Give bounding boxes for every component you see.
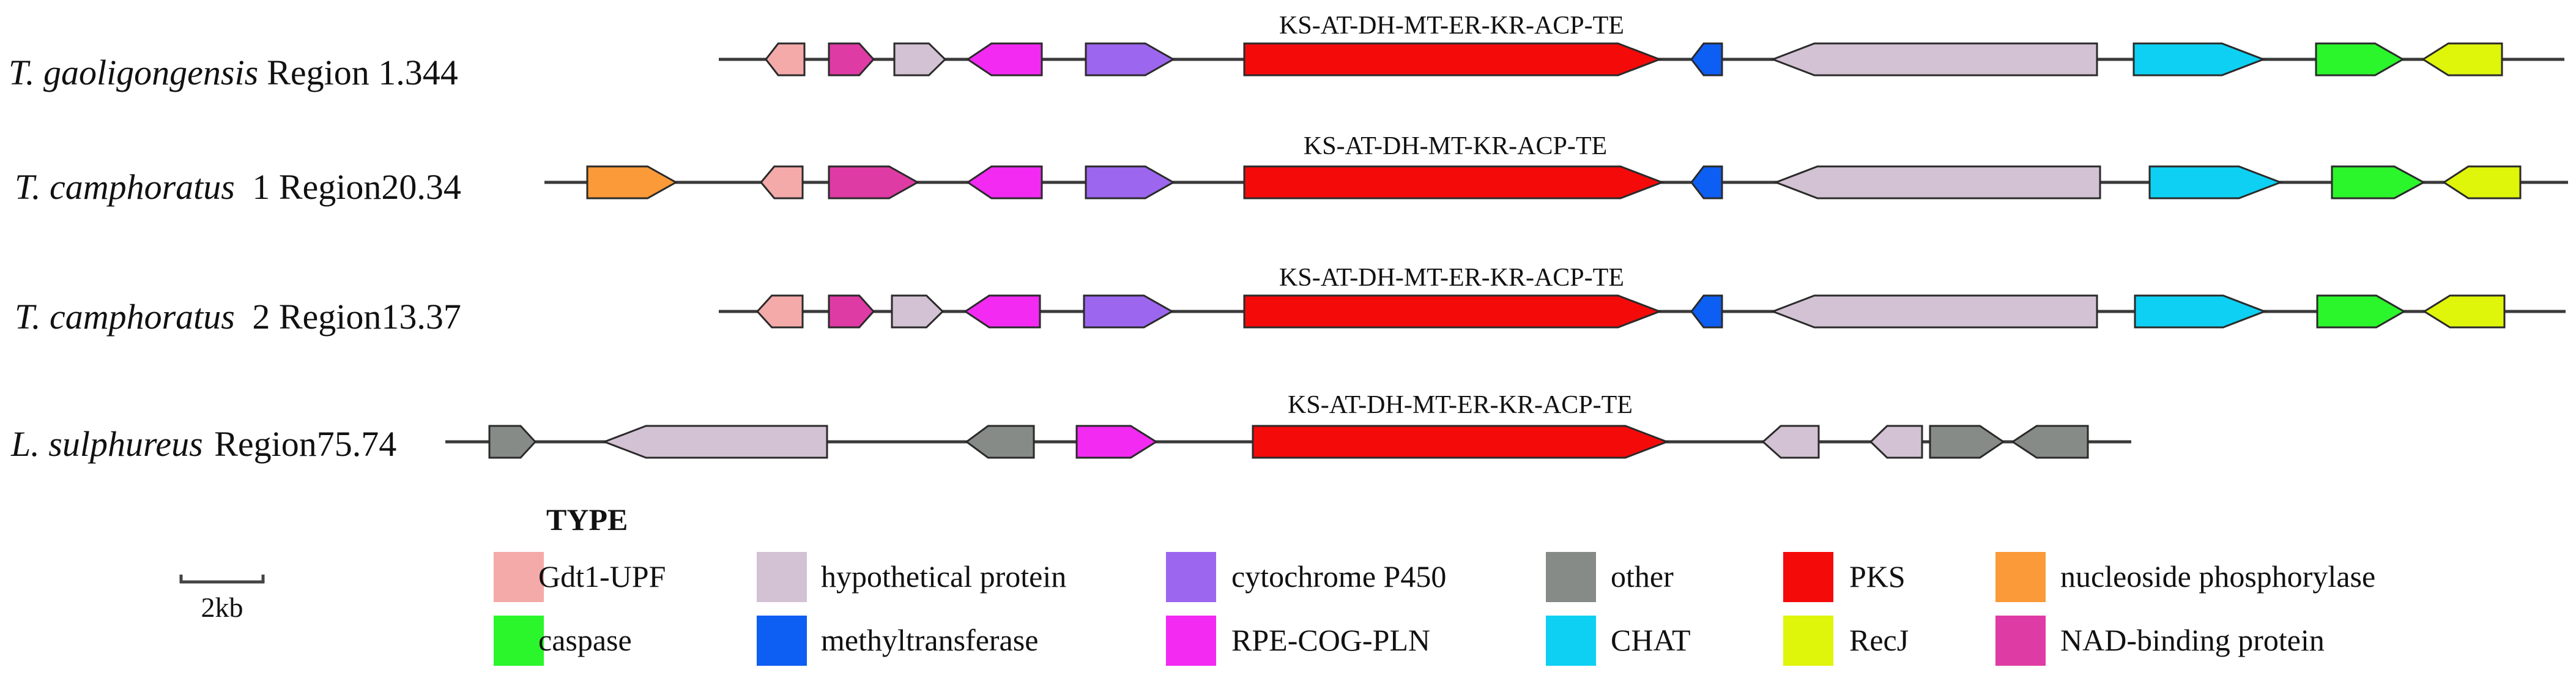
gene-arrow-pks xyxy=(1243,42,1663,76)
gene-arrow-nad-binding-protein xyxy=(828,294,875,329)
gene-arrow-cytochrome-p450 xyxy=(1085,42,1176,76)
gene-arrow-methyltransferase xyxy=(1690,42,1723,76)
gene-arrow-nad-binding-protein xyxy=(828,165,920,199)
legend-swatch-other xyxy=(1546,552,1596,602)
gene-arrow-methyltransferase xyxy=(1690,294,1723,329)
pks-domain-label-1: KS-AT-DH-MT-ER-KR-ACP-TE xyxy=(1279,12,1624,40)
legend-swatch-chat xyxy=(1546,616,1596,666)
legend-swatch-caspase xyxy=(494,616,544,666)
gene-arrow-chat xyxy=(2134,294,2268,329)
track-species: T. camphoratus xyxy=(15,297,235,337)
gene-arrow-hypothetical-protein xyxy=(1869,425,1923,459)
track-species: T. gaoligongensis xyxy=(9,53,258,92)
gene-arrow-other xyxy=(965,425,1035,459)
gene-arrow-methyltransferase xyxy=(1690,165,1723,199)
gene-arrow-caspase xyxy=(2316,294,2407,329)
legend-swatch-methyltransferase xyxy=(757,616,807,666)
gene-arrow-gdt1-upf xyxy=(760,165,804,199)
legend-swatch-gdt1-upf xyxy=(494,552,544,602)
legend-label-nucleoside-phosphorylase: nucleoside phosphorylase xyxy=(2060,559,2375,594)
gene-arrow-pks xyxy=(1243,294,1663,329)
gene-arrow-other xyxy=(488,425,537,459)
legend-label-chat: CHAT xyxy=(1611,623,1691,657)
pks-domain-label-2: KS-AT-DH-MT-KR-ACP-TE xyxy=(1304,132,1607,160)
gene-arrow-rpe-cog-pln xyxy=(966,42,1043,76)
legend-swatch-nucleoside-phosphorylase xyxy=(1995,552,2046,602)
gene-arrow-hypothetical-protein xyxy=(1773,165,2101,199)
legend-swatch-nad-binding-protein xyxy=(1995,616,2046,666)
track-species: L. sulphureus xyxy=(10,424,203,464)
track-region: Region 1.344 xyxy=(267,53,458,92)
legend-label-hypothetical-protein: hypothetical protein xyxy=(821,559,1066,594)
track-title-3: T. camphoratus 2 Region13.37 xyxy=(15,297,461,337)
gene-arrow-cytochrome-p450 xyxy=(1083,294,1175,329)
pks-domain-label-4: KS-AT-DH-MT-ER-KR-ACP-TE xyxy=(1288,391,1633,419)
legend-label-pks: PKS xyxy=(1849,559,1906,594)
gene-arrow-caspase xyxy=(2331,165,2426,199)
pks-domain-label-3: KS-AT-DH-MT-ER-KR-ACP-TE xyxy=(1279,264,1624,292)
gene-arrow-hypothetical-protein xyxy=(601,425,828,459)
track-region: 1 Region20.34 xyxy=(243,167,461,207)
gene-arrow-caspase xyxy=(2315,42,2405,76)
gene-arrow-gdt1-upf xyxy=(765,42,806,76)
track-region: Region75.74 xyxy=(206,424,397,464)
gene-arrow-hypothetical-protein xyxy=(1770,42,2098,76)
gene-arrow-hypothetical-protein xyxy=(893,42,947,76)
gene-arrow-nad-binding-protein xyxy=(828,42,875,76)
track-title-4: L. sulphureus Region75.74 xyxy=(10,424,396,464)
gene-arrow-recj xyxy=(2421,42,2503,76)
legend-label-nad-binding-protein: NAD-binding protein xyxy=(2060,623,2325,657)
legend-label-cytochrome-p450: cytochrome P450 xyxy=(1231,559,1446,594)
legend-swatch-hypothetical-protein xyxy=(757,552,807,602)
gene-arrow-chat xyxy=(2132,42,2266,76)
gene-arrow-rpe-cog-pln xyxy=(966,165,1043,199)
track-2-genes xyxy=(586,165,2522,199)
gene-arrow-rpe-cog-pln xyxy=(1075,425,1158,459)
legend: Gdt1-UPF hypothetical protein cytochrome P… xyxy=(494,552,2375,666)
gene-arrow-cytochrome-p450 xyxy=(1085,165,1176,199)
legend-label-rpe-cog-pln: RPE-COG-PLN xyxy=(1231,623,1430,657)
track-4-genes xyxy=(488,425,2089,459)
gene-arrow-recj xyxy=(2442,165,2522,199)
gene-arrow-recj xyxy=(2422,294,2506,329)
track-species: T. camphoratus xyxy=(15,167,235,207)
legend-label-other: other xyxy=(1611,559,1674,594)
legend-label-recj: RecJ xyxy=(1849,623,1909,657)
track-region: 2 Region13.37 xyxy=(243,297,461,337)
gene-arrow-chat xyxy=(2148,165,2284,199)
track-1-genes xyxy=(765,42,2503,76)
gene-arrow-other xyxy=(2011,425,2089,459)
legend-swatch-cytochrome-p450 xyxy=(1166,552,1216,602)
legend-swatch-recj xyxy=(1783,616,1833,666)
gene-arrow-hypothetical-protein xyxy=(891,294,945,329)
gene-arrow-hypothetical-protein xyxy=(1761,425,1820,459)
track-title-2: T. camphoratus 1 Region20.34 xyxy=(15,167,461,207)
gene-arrow-nucleoside-phosphorylase xyxy=(586,165,678,199)
legend-swatch-rpe-cog-pln xyxy=(1166,616,1216,666)
scale-bar: 2kb xyxy=(179,575,265,623)
gene-arrow-rpe-cog-pln xyxy=(963,294,1041,329)
scale-bar-label: 2kb xyxy=(201,592,243,623)
gene-arrow-hypothetical-protein xyxy=(1770,294,2098,329)
legend-label-caspase: caspase xyxy=(538,623,632,657)
legend-title: TYPE xyxy=(546,502,628,537)
gene-arrow-gdt1-upf xyxy=(755,294,804,329)
track-3-genes xyxy=(755,294,2506,329)
gene-arrow-other xyxy=(1929,425,2005,459)
legend-label-methyltransferase: methyltransferase xyxy=(821,623,1038,657)
legend-label-gdt1-upf: Gdt1-UPF xyxy=(538,559,666,594)
gene-arrow-pks xyxy=(1252,425,1670,459)
legend-swatch-pks xyxy=(1783,552,1833,602)
gene-arrow-pks xyxy=(1243,165,1665,199)
